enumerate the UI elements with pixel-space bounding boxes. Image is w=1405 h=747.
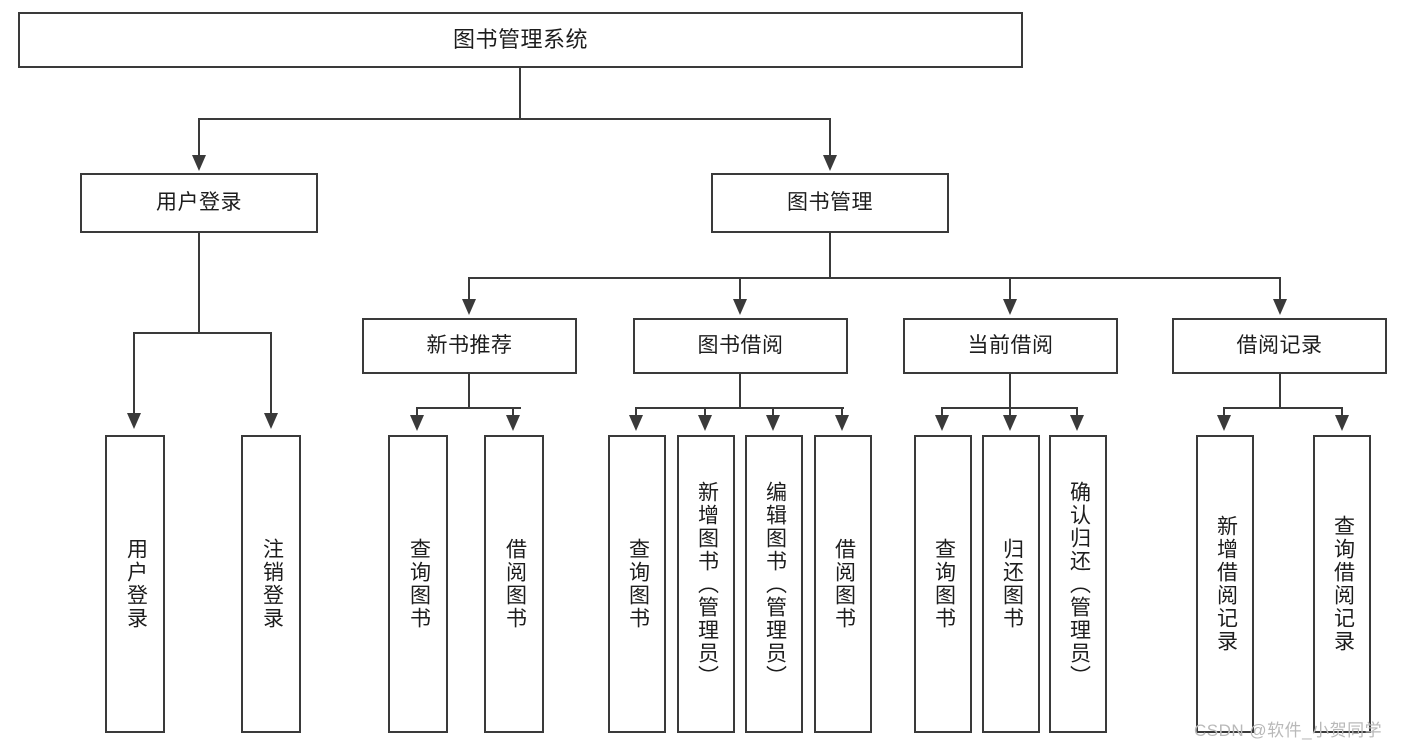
arrow-root-to-book-manage [823,155,837,171]
node-leaf-borrow-book-1[interactable]: 借阅图书 [484,435,544,733]
edge-user-login-b1 [133,332,135,415]
arrow-to-book-borrow [733,299,747,315]
edge-bb-b4 [841,407,843,417]
edge-nbr-b2 [512,407,514,417]
edge-bb-bus [636,407,844,409]
edge-bb-stem [739,374,741,408]
edge-book-manage-stem [829,233,831,278]
node-user-login-label: 用户登录 [156,191,242,215]
arrow-to-borrow-record [1273,299,1287,315]
edge-book-manage-bus [469,277,1281,279]
arrow-to-leaf-confirm-return [1070,415,1084,431]
edge-br-b1 [1223,407,1225,417]
node-book-borrow-label: 图书借阅 [697,334,784,358]
node-leaf-edit-book[interactable]: 编辑图书（管理员） [745,435,803,733]
edge-bb-b1 [635,407,637,417]
arrow-to-leaf-borrow-book-1 [506,415,520,431]
node-borrow-record-label: 借阅记录 [1236,334,1323,358]
edge-user-login-bus [134,332,272,334]
edge-root-stem [519,68,521,119]
node-new-book-recommend[interactable]: 新书推荐 [362,318,577,374]
node-root-label: 图书管理系统 [452,26,588,52]
arrow-to-leaf-query-book-1 [410,415,424,431]
edge-br-bus [1224,407,1343,409]
node-current-borrow[interactable]: 当前借阅 [903,318,1118,374]
arrow-to-leaf-query-book-2 [629,415,643,431]
node-root[interactable]: 图书管理系统 [18,12,1023,68]
arrow-to-leaf-add-book [698,415,712,431]
edge-bm-b4 [1279,277,1281,301]
edge-nbr-stem [468,374,470,408]
node-leaf-add-book-label: 新增图书（管理员） [695,480,719,688]
edge-cb-b1 [941,407,943,417]
node-leaf-query-record-label: 查询借阅记录 [1331,515,1355,653]
edge-nbr-b1 [416,407,418,417]
edge-bb-b2 [704,407,706,417]
node-leaf-query-book-2[interactable]: 查询图书 [608,435,666,733]
edge-bm-b1 [468,277,470,301]
edge-br-stem [1279,374,1281,408]
node-leaf-borrow-book-1-label: 借阅图书 [503,538,527,630]
edge-user-login-b2 [270,332,272,415]
node-leaf-user-logout[interactable]: 注销登录 [241,435,301,733]
node-book-borrow[interactable]: 图书借阅 [633,318,848,374]
arrow-to-current-borrow [1003,299,1017,315]
node-borrow-record[interactable]: 借阅记录 [1172,318,1387,374]
edge-cb-stem [1009,374,1011,408]
edge-bm-b2 [739,277,741,301]
node-leaf-return-book[interactable]: 归还图书 [982,435,1040,733]
edge-root-bus [199,118,831,120]
arrow-to-leaf-user-login [127,413,141,429]
node-book-manage[interactable]: 图书管理 [711,173,949,233]
edge-nbr-bus [417,407,521,409]
arrow-to-leaf-query-book-3 [935,415,949,431]
arrow-to-leaf-user-logout [264,413,278,429]
arrow-to-leaf-borrow-book-2 [835,415,849,431]
node-new-book-recommend-label: 新书推荐 [426,334,513,358]
node-leaf-add-record[interactable]: 新增借阅记录 [1196,435,1254,733]
node-user-login[interactable]: 用户登录 [80,173,318,233]
node-leaf-query-book-2-label: 查询图书 [626,538,650,630]
edge-br-b2 [1341,407,1343,417]
node-leaf-query-book-1-label: 查询图书 [407,538,431,630]
node-leaf-add-book[interactable]: 新增图书（管理员） [677,435,735,733]
edge-cb-b3 [1076,407,1078,417]
node-book-manage-label: 图书管理 [787,191,873,215]
arrow-to-leaf-return-book [1003,415,1017,431]
node-leaf-return-book-label: 归还图书 [1000,538,1024,630]
node-leaf-query-book-1[interactable]: 查询图书 [388,435,448,733]
arrow-to-leaf-add-record [1217,415,1231,431]
arrow-root-to-user-login [192,155,206,171]
node-leaf-borrow-book-2[interactable]: 借阅图书 [814,435,872,733]
node-leaf-user-login[interactable]: 用户登录 [105,435,165,733]
arrow-to-leaf-edit-book [766,415,780,431]
node-leaf-confirm-return[interactable]: 确认归还（管理员） [1049,435,1107,733]
node-leaf-add-record-label: 新增借阅记录 [1214,515,1238,653]
edge-bm-b3 [1009,277,1011,301]
arrow-to-new-book-recommend [462,299,476,315]
edge-root-to-book-manage [829,118,831,157]
arrow-to-leaf-query-record [1335,415,1349,431]
node-current-borrow-label: 当前借阅 [967,334,1054,358]
node-leaf-query-book-3[interactable]: 查询图书 [914,435,972,733]
node-leaf-confirm-return-label: 确认归还（管理员） [1067,480,1091,688]
edge-cb-b2 [1009,407,1011,417]
node-leaf-edit-book-label: 编辑图书（管理员） [763,480,787,688]
node-leaf-query-record[interactable]: 查询借阅记录 [1313,435,1371,733]
edge-root-to-user-login [198,118,200,157]
node-leaf-borrow-book-2-label: 借阅图书 [832,538,856,630]
node-leaf-user-login-label: 用户登录 [124,538,148,630]
edge-user-login-stem [198,233,200,333]
node-leaf-query-book-3-label: 查询图书 [932,538,956,630]
node-leaf-user-logout-label: 注销登录 [260,538,284,630]
edge-bb-b3 [772,407,774,417]
